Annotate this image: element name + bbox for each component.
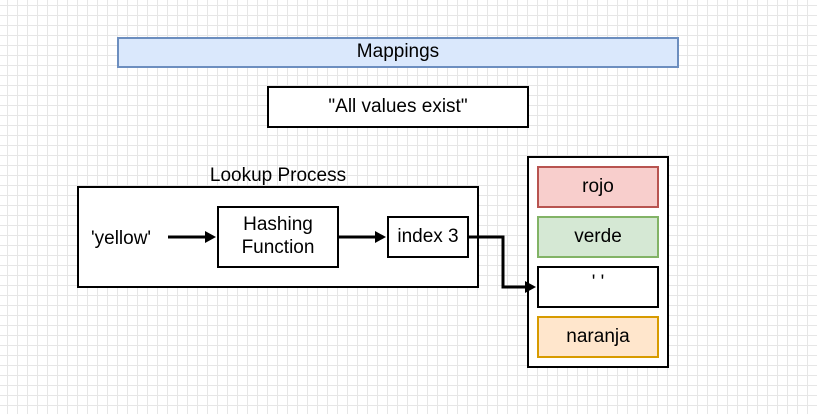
index-box: index 3 bbox=[387, 216, 469, 258]
index-text: index 3 bbox=[397, 225, 459, 247]
arrow-index-to-cell bbox=[469, 235, 536, 293]
input-key-label: 'yellow' bbox=[91, 228, 152, 249]
array-cell-value: naranja bbox=[566, 325, 630, 347]
array-cell-rojo: rojo bbox=[537, 166, 659, 208]
array-cell-naranja: naranja bbox=[537, 316, 659, 358]
subtitle-box: "All values exist" bbox=[267, 86, 529, 128]
lookup-process-label: Lookup Process bbox=[209, 165, 347, 186]
array-cell-value: rojo bbox=[582, 175, 614, 197]
subtitle-text: "All values exist" bbox=[328, 95, 468, 117]
hashing-function-box: Hashing Function bbox=[217, 206, 339, 268]
array-cell-value: ' ' bbox=[591, 272, 605, 293]
array-cell-value: verde bbox=[574, 225, 622, 247]
array-cell-empty: ' ' bbox=[537, 266, 659, 308]
title-bar: Mappings bbox=[117, 37, 679, 68]
title-text: Mappings bbox=[356, 41, 440, 63]
hashing-function-text: Hashing Function bbox=[241, 214, 315, 258]
array-cell-verde: verde bbox=[537, 216, 659, 258]
